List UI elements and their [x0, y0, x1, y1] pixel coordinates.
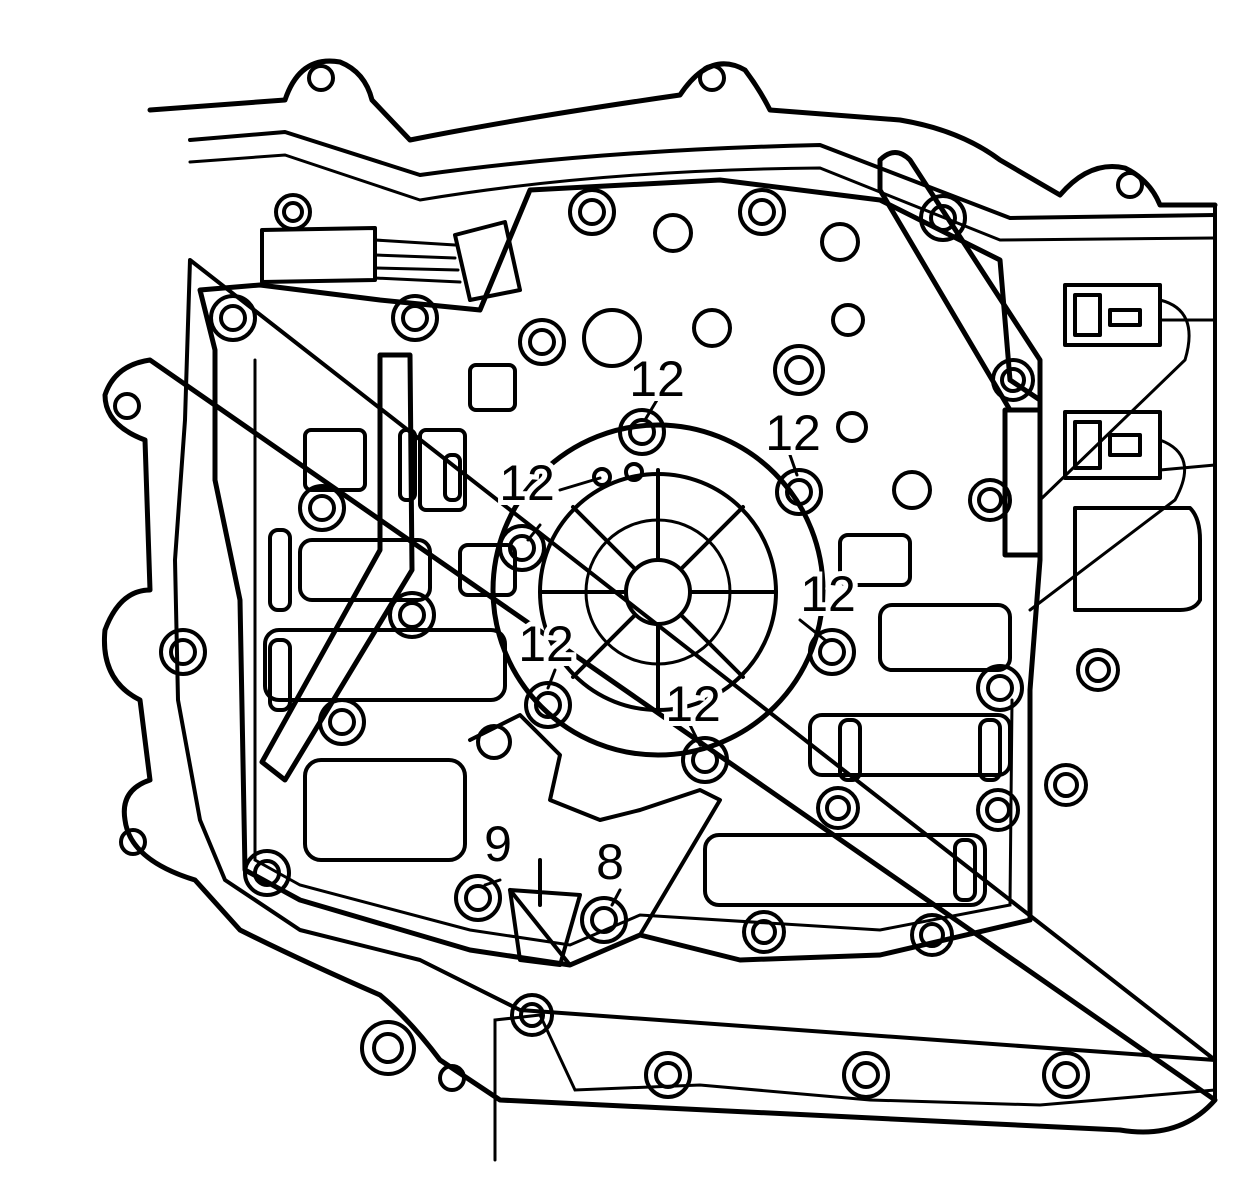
- connector-wires: [373, 238, 462, 284]
- bolt: [644, 1051, 692, 1099]
- callout-12-left: 12: [499, 455, 555, 511]
- bolt: [773, 344, 825, 396]
- case-bottom-flange: [493, 1013, 1217, 1162]
- bracket-near-8: [508, 858, 582, 967]
- leader-lines: [483, 398, 827, 907]
- bolt: [919, 194, 967, 242]
- accumulator-cover-outer: [490, 422, 826, 758]
- accumulator-cover-tab: [468, 713, 722, 967]
- bolt: [910, 913, 954, 957]
- bolt: [580, 896, 628, 944]
- callout-8: 8: [596, 834, 624, 890]
- bolt: [976, 664, 1024, 712]
- callout-12-right: 12: [800, 566, 856, 622]
- connector-top-left: [260, 220, 522, 302]
- bolt: [775, 468, 823, 516]
- connector-right-upper: [1063, 283, 1162, 347]
- solenoid-right: [1073, 506, 1202, 612]
- bolt: [524, 681, 572, 729]
- valve-bores: [263, 363, 1012, 907]
- valve-body-plate: [197, 177, 1043, 968]
- callout-9: 9: [484, 816, 512, 872]
- bolt: [738, 188, 786, 236]
- bolt: [976, 788, 1020, 832]
- bolt: [209, 294, 257, 342]
- bolt: [510, 993, 554, 1037]
- bolt: [681, 736, 729, 784]
- bolt: [274, 193, 312, 231]
- bolt: [298, 484, 346, 532]
- bolt: [243, 849, 291, 897]
- callout-12-bottom: 12: [665, 676, 721, 732]
- callout-12-lower-left: 12: [518, 616, 574, 672]
- bolts: [159, 188, 1120, 1099]
- passage-holes: [113, 64, 1144, 1092]
- bolt: [1044, 763, 1088, 807]
- bolt: [808, 628, 856, 676]
- harness-strap-right: [1002, 407, 1043, 558]
- bolt: [518, 318, 566, 366]
- bolt: [318, 698, 366, 746]
- bolt: [991, 358, 1035, 402]
- callout-12-upper-right: 12: [765, 405, 821, 461]
- bolt: [816, 786, 860, 830]
- bolt: [159, 628, 207, 676]
- bolt: [968, 478, 1012, 522]
- bolt: [842, 1051, 890, 1099]
- bolt: [1042, 1051, 1090, 1099]
- case-flange-line: [188, 153, 1217, 242]
- bolt: [454, 874, 502, 922]
- harness-right-wires: [1028, 298, 1217, 612]
- bolt: [568, 188, 616, 236]
- bolt: [618, 408, 666, 456]
- connector-right-lower: [1063, 410, 1162, 480]
- accumulator-cover-ribs: [538, 468, 778, 712]
- bolt: [1076, 648, 1120, 692]
- valve-body-inner-edge: [253, 358, 1014, 947]
- callout-12-top: 12: [629, 351, 685, 407]
- bolt: [742, 910, 786, 954]
- harness-strap: [259, 352, 415, 783]
- bolt: [498, 524, 546, 572]
- bolt: [391, 294, 439, 342]
- case-inner-outline: [173, 130, 1217, 1062]
- bolt: [388, 591, 436, 639]
